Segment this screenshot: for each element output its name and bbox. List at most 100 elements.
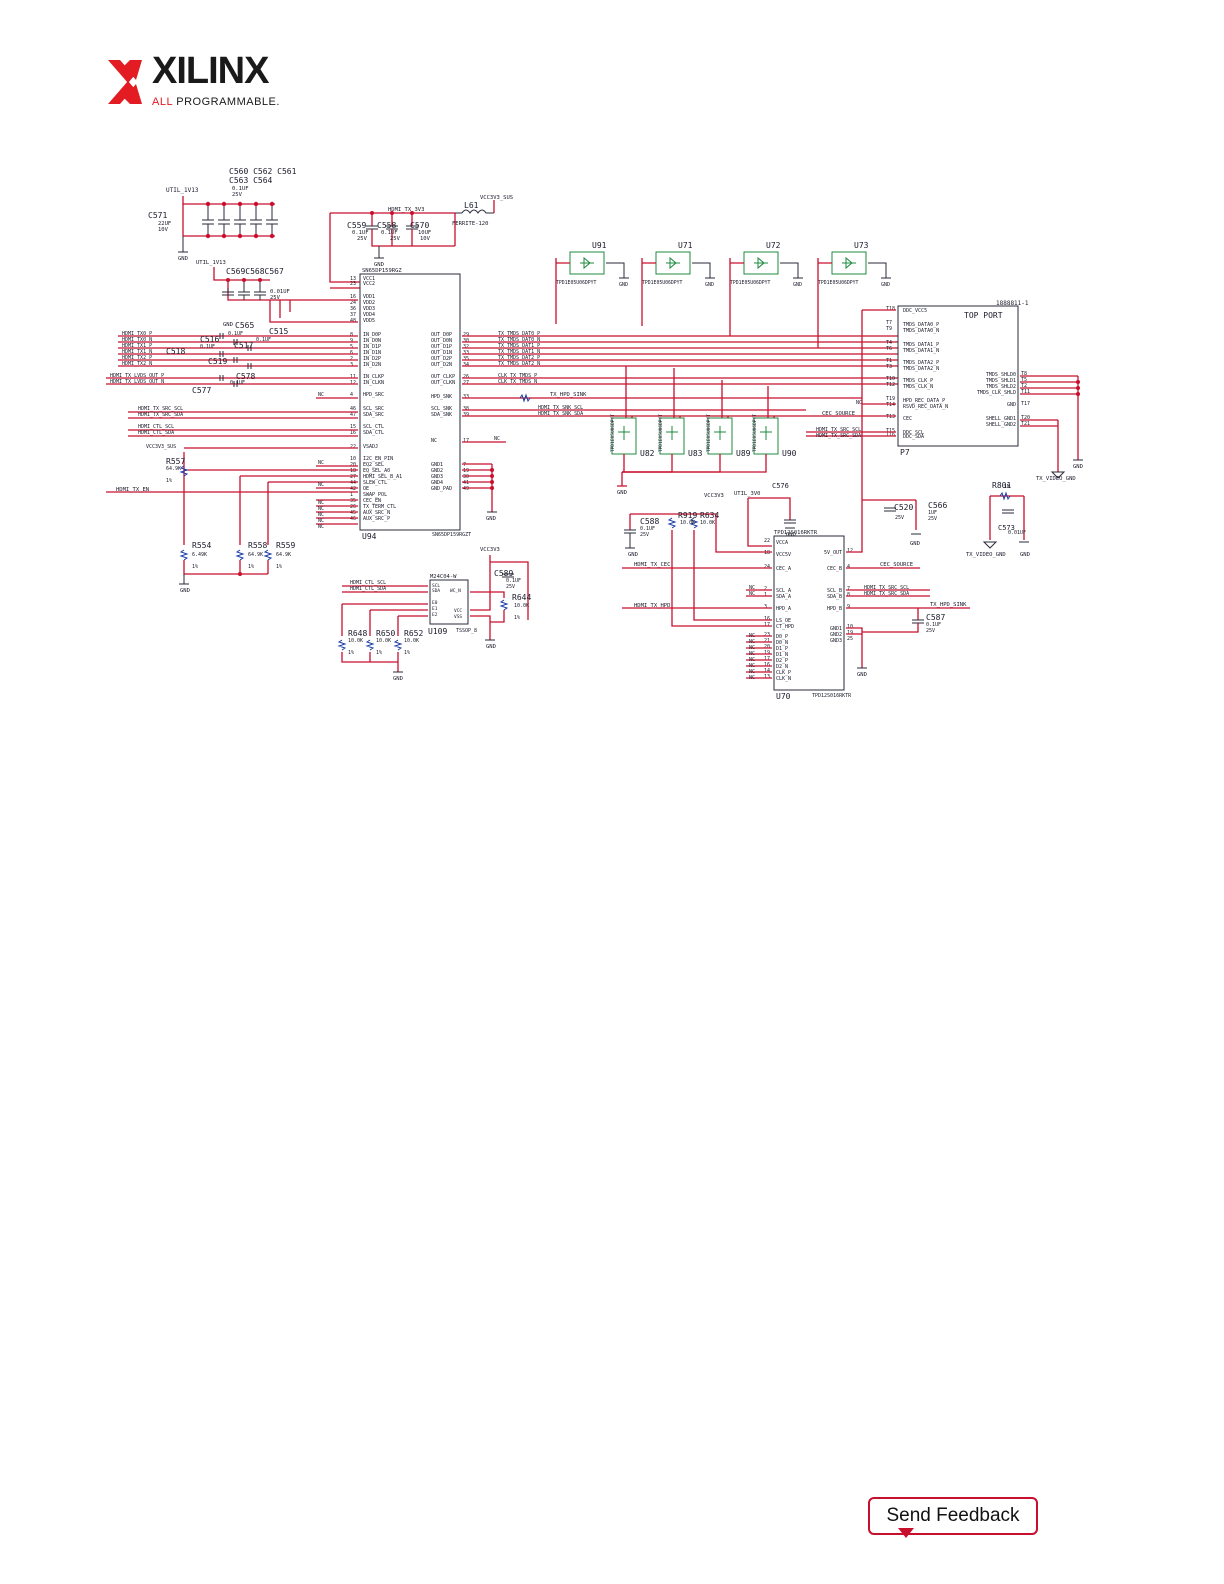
c560-ref: C560 C562 C561 bbox=[229, 167, 297, 176]
u70-pin-name: SDA_B bbox=[827, 594, 842, 600]
brand-name: XILINX bbox=[152, 50, 269, 92]
nc-label-scl-a: NC bbox=[749, 585, 755, 591]
send-feedback-button[interactable]: Send Feedback bbox=[868, 1497, 1038, 1535]
u94-pin-name: IN_D2P bbox=[363, 356, 381, 362]
p7-pin-name: TMDS_CLK_P bbox=[903, 378, 933, 384]
gnd-label-1: GND bbox=[178, 256, 188, 262]
tvs-top-part: TPD1E05U06DPYT bbox=[730, 280, 771, 286]
u70-pin-num: 2 bbox=[764, 586, 767, 592]
net-src-sda-u70: HDMI_TX_SRC_SDA bbox=[864, 591, 909, 597]
u70-pin-name: D0_P bbox=[776, 634, 788, 640]
u70-pin-name: SCL_A bbox=[776, 588, 791, 594]
u109-eeprom: M24C04-W U109 TSSOP_8 SCL SDA WC_N E0 E1… bbox=[337, 547, 531, 682]
r644-value: 10.0K bbox=[514, 603, 529, 609]
u70-pin-name: SDA_A bbox=[776, 594, 791, 600]
nc-label-swap: NC bbox=[318, 500, 324, 506]
u70-pin-name: D1_N bbox=[776, 652, 788, 658]
u94-pin-name: VDD1 bbox=[363, 294, 375, 300]
gnd-label-tvs-top: GND bbox=[881, 282, 890, 288]
u94-pin-name: GND1 bbox=[431, 462, 443, 468]
c520-c566: C520 25V C566 1UF 25V GND bbox=[862, 499, 947, 547]
u94-pin-name: EQ2_SEL bbox=[363, 462, 384, 468]
u70-pin-name: D2_N bbox=[776, 664, 788, 670]
u94-pin-name: IN_CLKP bbox=[363, 374, 384, 380]
u70-part: TPD12S016RKTR bbox=[774, 530, 818, 536]
p7-pin-num: T2 bbox=[1021, 383, 1027, 389]
c516-ref: C516 bbox=[200, 335, 219, 344]
nc-label-auxp: NC bbox=[318, 524, 324, 530]
u94-pin-num: 16 bbox=[350, 294, 356, 300]
u94-pin-num: 19 bbox=[463, 468, 469, 474]
u94-pin-name: AUX_SRC_P bbox=[363, 516, 390, 522]
u70-pin-num: 19 bbox=[764, 650, 770, 656]
u109-pin-wc: WC_N bbox=[450, 588, 461, 594]
p7-pin-name: TMDS_DATA2_P bbox=[903, 360, 939, 366]
bias-resistors: R557 64.9K 1% R554 6.49K 1% R558 64.9K 1… bbox=[166, 457, 295, 594]
u109-pin-e1: E1 bbox=[432, 606, 438, 612]
c515-ref: C515 bbox=[269, 327, 288, 336]
tmds-out-net-label: CLK_TX_TMDS_P bbox=[498, 373, 537, 379]
nc-label-d0p: NC bbox=[749, 633, 755, 639]
u94-pin-num: 30 bbox=[463, 338, 469, 344]
out-net-lines: TX_TMDS_DAT0_PTX_TMDS_DAT0_NTX_TMDS_DAT1… bbox=[462, 331, 898, 385]
c578-ref: C578 bbox=[236, 372, 255, 381]
c578-value: 0.1UF bbox=[230, 380, 245, 386]
u94-pin-name: GND3 bbox=[431, 474, 443, 480]
c587-value: 0.1UF bbox=[926, 622, 941, 628]
u94-pin-num: 27 bbox=[350, 474, 356, 480]
p7-pin-num: T4 bbox=[886, 340, 892, 346]
p7-pin-num: T21 bbox=[1021, 421, 1030, 427]
net-src-scl-u70: HDMI_TX_SRC_SCL bbox=[864, 585, 909, 591]
tvs-top-ref: U91 bbox=[592, 241, 607, 250]
net-hdmi-tx-hpd: HDMI_TX_HPD bbox=[634, 603, 670, 609]
u94-pin-name: IN_D2N bbox=[363, 362, 381, 368]
u94-pin-num: 45 bbox=[350, 510, 356, 516]
net-ctl-scl: HDMI_CTL_SCL bbox=[350, 580, 386, 586]
u94-pin-name: HPD_SRC bbox=[363, 392, 384, 398]
p7-pin-name: TMDS_DATA0_P bbox=[903, 322, 939, 328]
u94-pin-num: 46 bbox=[350, 516, 356, 522]
tvs-top-part: TPD1E05U06DPYT bbox=[556, 280, 597, 286]
u70-pin-name: CEC_A bbox=[776, 566, 791, 572]
r644-ref: R644 bbox=[512, 593, 531, 602]
u70-pin-name: VCC5V bbox=[776, 552, 791, 558]
r559-value: 64.9K bbox=[276, 552, 291, 558]
nc-label-term: NC bbox=[318, 512, 324, 518]
u94-pin-num: 6 bbox=[350, 350, 353, 356]
c566-value: 1UF bbox=[928, 510, 937, 516]
input-signal-label: HDMI_TX_LVDS_OUT_P bbox=[110, 373, 164, 379]
c559-value: 0.1UF bbox=[352, 230, 369, 236]
u94-pin-name: VDD2 bbox=[363, 300, 375, 306]
u94-pin-num: 48 bbox=[350, 318, 356, 324]
u94-pin-name: OUT_D2P bbox=[431, 356, 452, 362]
net-vcc3v3: VCC3V3 bbox=[480, 547, 500, 553]
u109-pin-vcc: VCC bbox=[454, 608, 462, 614]
u94-pin-name: SDA_SNK bbox=[431, 412, 452, 418]
u94-pin-num: 3 bbox=[350, 362, 353, 368]
tmds-out-net-label: TX_TMDS_DAT2_N bbox=[498, 361, 540, 367]
tvs-mid-ref: U90 bbox=[782, 449, 797, 458]
u94-pin-num: 11 bbox=[350, 374, 356, 380]
u70-pin-name: CT_HPD bbox=[776, 624, 794, 630]
p7-pin-num: T17 bbox=[1021, 401, 1030, 407]
p7-pin-num: T5 bbox=[1021, 377, 1027, 383]
c571-volt: 10V bbox=[158, 227, 169, 233]
net-hdmi-tx-cec: HDMI_TX_CEC bbox=[634, 562, 670, 568]
r634-ref: R634 bbox=[700, 511, 719, 520]
u94-pin-name: VSADJ bbox=[363, 444, 378, 450]
p7-pin-num: T3 bbox=[886, 364, 892, 370]
u94-pin-name: IN_D1P bbox=[363, 344, 381, 350]
net-tx-src-scl: HDMI_TX_SRC_SCL bbox=[138, 406, 183, 412]
gnd-label-5: GND bbox=[486, 516, 496, 522]
p7-pin-name: SHELL_GND1 bbox=[986, 416, 1016, 422]
tvs-mid-part: TPD1E05U06DPYT bbox=[658, 414, 664, 452]
tvs-mid-ref: U82 bbox=[640, 449, 655, 458]
input-signal-label: HDMI_TX1_P bbox=[122, 343, 152, 349]
tvs-mid-part: TPD1E05U06DPYT bbox=[706, 414, 712, 452]
gnd-label-c589: GND bbox=[486, 644, 496, 650]
tvs-mid-ref: U83 bbox=[688, 449, 703, 458]
u70-pin-num: 12 bbox=[847, 548, 853, 554]
brand-tagline-prefix: ALL bbox=[152, 96, 173, 108]
p7-ref: P7 bbox=[900, 448, 910, 457]
c558-volt: 25V bbox=[390, 236, 401, 242]
